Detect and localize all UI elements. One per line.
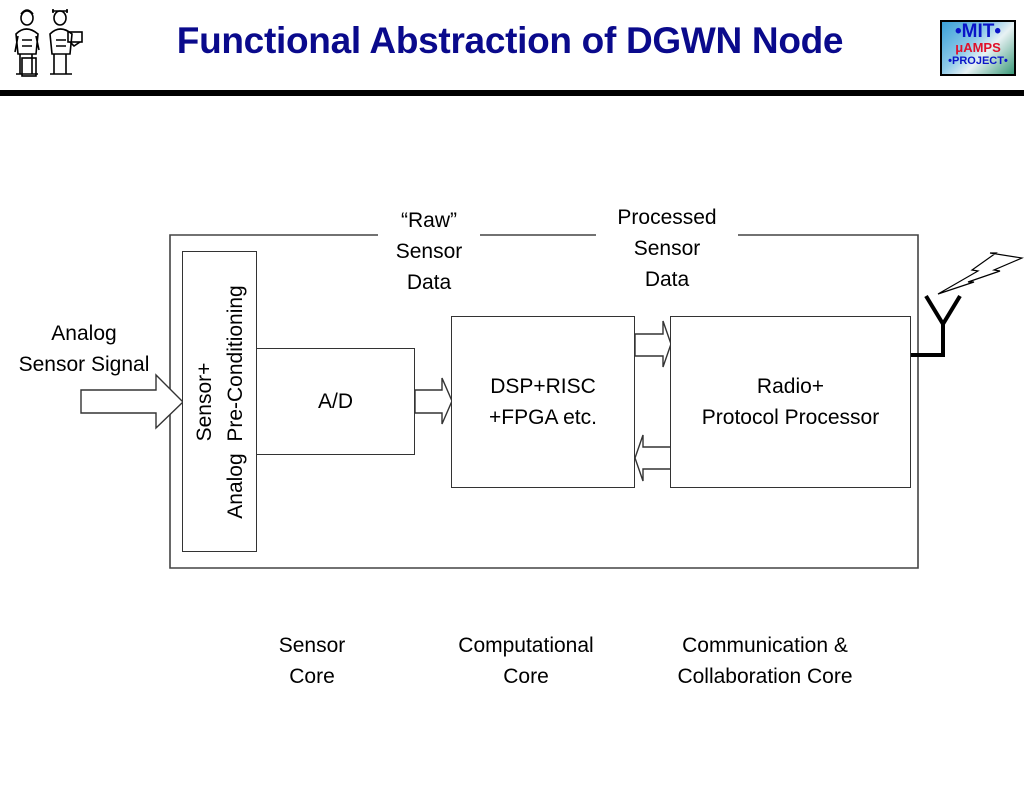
- preconditioning-line2: Analog Pre-Conditioning: [223, 284, 247, 519]
- mit-scholars-logo: [4, 6, 88, 82]
- processed-sensor-data-label: Processed Sensor Data: [596, 202, 738, 295]
- node-boundary: [169, 234, 919, 569]
- node-boundary-outline: [169, 234, 919, 569]
- processor-block: DSP+RISC +FPGA etc.: [451, 316, 635, 488]
- sensor-core-label: Sensor Core: [232, 630, 392, 692]
- lightning-bolt-icon: [937, 252, 1024, 295]
- page-title-text: Functional Abstraction of DGWN Node: [176, 20, 844, 61]
- preconditioning-label: Sensor+ Analog Pre-Conditioning: [189, 285, 251, 518]
- radio-to-dsp-arrow-icon: [634, 434, 672, 482]
- processor-line1: DSP+RISC: [490, 375, 596, 398]
- raw-sensor-data-label: “Raw” Sensor Data: [378, 205, 480, 298]
- preconditioning-line1: Sensor+: [192, 362, 216, 441]
- radio-block: Radio+ Protocol Processor: [670, 316, 911, 488]
- mit-uamps-project-logo: •MIT• μAMPS •PROJECT•: [940, 20, 1016, 76]
- radio-label: Radio+ Protocol Processor: [702, 371, 879, 433]
- raw-data-line2: Sensor: [395, 240, 463, 263]
- logo-line-mit: •MIT•: [954, 21, 1001, 42]
- raw-data-line3: Data: [406, 271, 452, 294]
- communication-core-line1: Communication &: [682, 634, 848, 657]
- input-signal-line1: Analog: [51, 322, 117, 345]
- communication-core-line2: Collaboration Core: [677, 665, 853, 688]
- computational-core-line1: Computational: [458, 634, 594, 657]
- page-title: Functional Abstraction of DGWN Node: [0, 20, 1024, 62]
- input-signal-label: Analog Sensor Signal: [0, 318, 168, 380]
- adc-block: A/D: [256, 348, 415, 455]
- communication-core-label: Communication & Collaboration Core: [644, 630, 886, 692]
- antenna-icon: [910, 294, 962, 357]
- processor-label: DSP+RISC +FPGA etc.: [489, 371, 597, 433]
- input-signal-line2: Sensor Signal: [18, 353, 150, 376]
- logo-line-uamps: μAMPS: [955, 40, 1001, 55]
- scholars-figures-icon: [14, 9, 83, 77]
- logo-line-project: •PROJECT•: [948, 55, 1008, 67]
- sensor-core-line1: Sensor: [278, 634, 346, 657]
- adc-to-dsp-arrow-icon: [414, 377, 453, 425]
- input-arrow-icon: [80, 373, 184, 430]
- computational-core-label: Computational Core: [426, 630, 626, 692]
- header-divider: [0, 90, 1024, 96]
- processor-line2: +FPGA etc.: [489, 406, 597, 429]
- radio-line2: Protocol Processor: [701, 406, 880, 429]
- processed-data-line3: Data: [644, 268, 690, 291]
- adc-label: A/D: [317, 390, 353, 413]
- processed-data-line1: Processed: [617, 206, 717, 229]
- processed-data-line2: Sensor: [633, 237, 701, 260]
- computational-core-line2: Core: [503, 665, 549, 688]
- raw-data-line1: “Raw”: [401, 209, 457, 232]
- dsp-to-radio-arrow-icon: [634, 320, 672, 368]
- radio-line1: Radio+: [756, 375, 825, 398]
- sensor-core-line2: Core: [289, 665, 335, 688]
- preconditioning-block: Sensor+ Analog Pre-Conditioning: [182, 251, 257, 552]
